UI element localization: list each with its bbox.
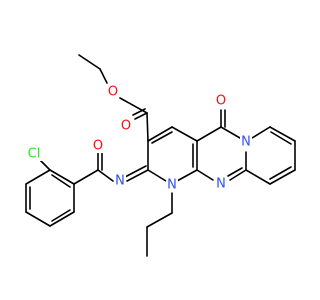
atom-label-background bbox=[215, 177, 227, 191]
atom-label: N bbox=[167, 178, 177, 193]
atom-label-background bbox=[215, 94, 227, 108]
atom-label: N bbox=[115, 174, 125, 189]
bond-line bbox=[171, 126, 198, 142]
bond-line bbox=[49, 211, 75, 227]
bond-line bbox=[134, 112, 148, 120]
atom-label-background bbox=[120, 119, 132, 133]
bond-line bbox=[229, 169, 247, 181]
bond-line bbox=[196, 169, 214, 181]
bond-line bbox=[132, 108, 146, 116]
bond-line bbox=[51, 174, 71, 188]
atom-label: O bbox=[93, 139, 103, 154]
bond-line bbox=[227, 167, 243, 177]
bond-line bbox=[25, 169, 51, 185]
atom-label: Cl bbox=[28, 147, 41, 162]
bond-layer bbox=[25, 54, 296, 257]
atom-o-ester-carbonyl: O bbox=[120, 119, 132, 134]
bond-line bbox=[176, 169, 198, 182]
bond-line bbox=[270, 131, 292, 145]
atom-label-background bbox=[240, 135, 252, 149]
bond-line bbox=[146, 212, 173, 228]
bond-line bbox=[49, 169, 75, 185]
bond-line bbox=[269, 166, 292, 180]
bond-line bbox=[51, 209, 71, 222]
bond-line bbox=[220, 126, 241, 139]
bond-line bbox=[269, 126, 296, 142]
atom-label-background bbox=[92, 139, 104, 153]
atom-label: N bbox=[241, 135, 251, 150]
bond-line bbox=[73, 169, 99, 185]
bond-line bbox=[147, 126, 173, 142]
bond-line bbox=[245, 169, 271, 185]
atom-o-ester-link: O bbox=[107, 85, 119, 100]
bond-line bbox=[25, 211, 51, 227]
bond-line bbox=[147, 169, 167, 182]
atom-label-layer: O O O O N N N N Cl bbox=[25, 85, 252, 193]
bond-line bbox=[124, 165, 147, 178]
bond-line bbox=[39, 159, 51, 171]
atom-label: O bbox=[108, 85, 118, 100]
atom-label: O bbox=[216, 94, 226, 109]
molecule-canvas: O O O O N N N N Cl bbox=[25, 54, 296, 257]
atom-cl: Cl bbox=[25, 147, 43, 162]
atom-label-background bbox=[107, 85, 119, 99]
atom-n-ring1: N bbox=[166, 178, 178, 193]
atom-o-amide: O bbox=[92, 139, 104, 154]
bond-line bbox=[126, 169, 149, 182]
atom-label-background bbox=[166, 178, 178, 192]
atom-label-background bbox=[25, 147, 43, 161]
bond-line bbox=[146, 112, 149, 142]
atom-label-background bbox=[114, 174, 126, 188]
bond-line bbox=[251, 126, 271, 139]
atom-n-imine: N bbox=[114, 174, 126, 189]
bond-line bbox=[196, 126, 222, 142]
atom-label: O bbox=[121, 119, 131, 134]
atom-label: N bbox=[216, 177, 226, 192]
bond-line bbox=[269, 169, 296, 185]
atom-n-ring3: N bbox=[240, 135, 252, 150]
bond-line bbox=[97, 169, 114, 182]
molecule-structure: O O O O N N N N Cl bbox=[25, 54, 296, 257]
bond-line bbox=[78, 54, 101, 70]
atom-n-ring2: N bbox=[215, 177, 227, 192]
bond-line bbox=[151, 131, 173, 144]
atom-o-ketone: O bbox=[215, 94, 227, 109]
bond-line bbox=[99, 68, 108, 84]
